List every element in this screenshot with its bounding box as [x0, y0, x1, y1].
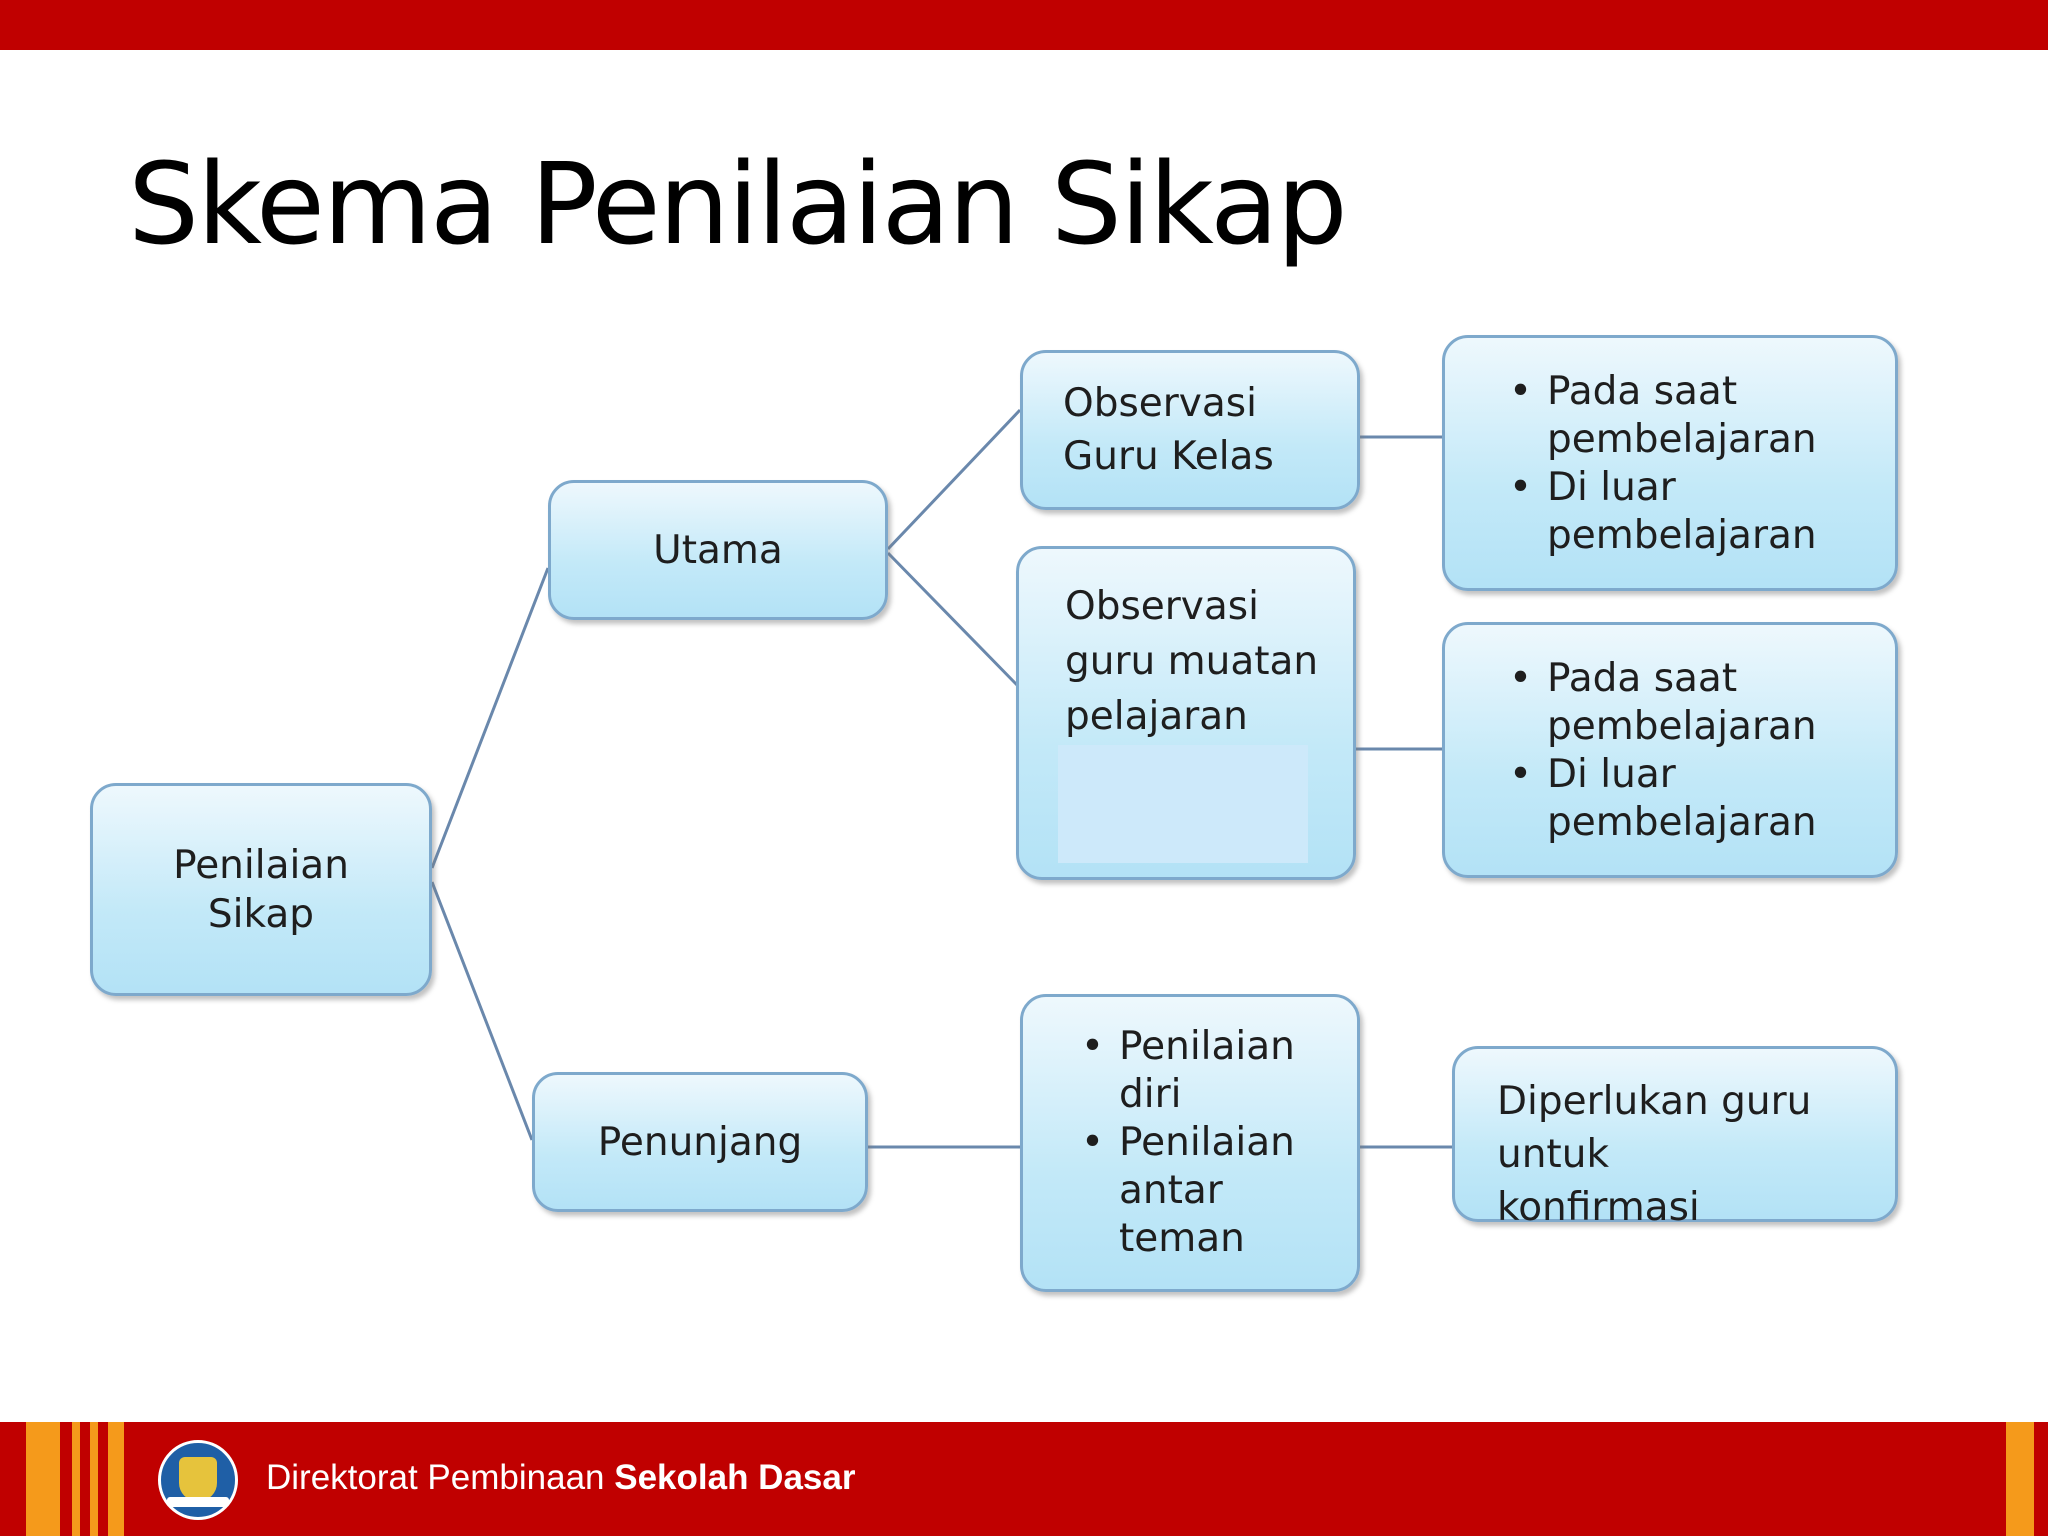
penunjang-methods-list: Penilaian diri Penilaian antar teman [1079, 1023, 1319, 1263]
node-utama: Utama [548, 480, 888, 620]
footer-text: Direktorat Pembinaan Sekolah Dasar [266, 1458, 855, 1498]
list-item: Pada saat pembelajaran [1509, 368, 1895, 464]
footer-prefix: Direktorat Pembinaan [266, 1458, 605, 1497]
footer-stripe [90, 1422, 98, 1536]
node-observasi-guru-muatan-label: Observasi guru muatan pelajaran [1065, 584, 1319, 739]
node-penunjang-label: Penunjang [597, 1119, 803, 1165]
footer-bar: Direktorat Pembinaan Sekolah Dasar [0, 1422, 2048, 1536]
node-penilaian-sikap-label: Penilaian Sikap [173, 842, 349, 937]
node-observasi-guru-kelas-label: Observasi Guru Kelas [1063, 381, 1274, 479]
node-konfirmasi-label: Diperlukan guru untuk konfirmasi [1497, 1079, 1812, 1230]
node-konfirmasi: Diperlukan guru untuk konfirmasi [1452, 1046, 1898, 1230]
highlight-patch [1058, 745, 1308, 863]
detail-guru-muatan-list: Pada saat pembelajaran Di luar pembelaja… [1507, 655, 1895, 847]
connector-root-penunjang [430, 881, 534, 1141]
footer-stripe [108, 1422, 124, 1536]
list-item: Penilaian antar teman [1081, 1119, 1319, 1263]
footer-stripe [26, 1422, 60, 1536]
connector-utama-guru-muatan [886, 551, 1020, 688]
connector-root-utama [430, 567, 550, 869]
node-penilaian-sikap: Penilaian Sikap [90, 783, 432, 996]
list-item: Di luar pembelajaran [1509, 751, 1895, 847]
node-observasi-guru-kelas: Observasi Guru Kelas [1020, 350, 1360, 510]
detail-guru-kelas-list: Pada saat pembelajaran Di luar pembelaja… [1507, 368, 1895, 560]
footer-bold: Sekolah Dasar [614, 1458, 856, 1497]
node-utama-label: Utama [653, 527, 783, 573]
list-item: Penilaian diri [1081, 1023, 1319, 1119]
footer-stripe [72, 1422, 80, 1536]
node-detail-guru-kelas: Pada saat pembelajaran Di luar pembelaja… [1442, 335, 1898, 591]
list-item: Pada saat pembelajaran [1509, 655, 1895, 751]
slide-title: Skema Penilaian Sikap [128, 140, 1348, 270]
node-detail-guru-muatan: Pada saat pembelajaran Di luar pembelaja… [1442, 622, 1898, 878]
top-accent-bar [0, 0, 2048, 50]
footer-stripe [2006, 1422, 2034, 1536]
ministry-logo [158, 1440, 238, 1520]
node-penunjang-methods: Penilaian diri Penilaian antar teman [1020, 994, 1360, 1292]
list-item: Di luar pembelajaran [1509, 464, 1895, 560]
connector-utama-guru-kelas [886, 408, 1022, 551]
node-penunjang: Penunjang [532, 1072, 868, 1212]
